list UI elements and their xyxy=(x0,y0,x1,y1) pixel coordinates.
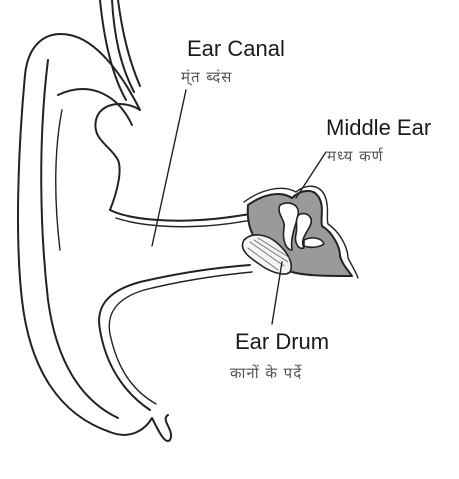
pinna-inner-rim xyxy=(41,60,118,418)
ear-drum-hindi-label: कानों के पर्दे xyxy=(230,366,302,381)
ear-canal-label: Ear Canal xyxy=(187,38,285,60)
middle-ear-label: Middle Ear xyxy=(326,117,431,139)
stapes-bone xyxy=(304,238,324,247)
canal-lower-wall-inner xyxy=(109,272,252,404)
middle-ear-hindi-label: मध्य कर्ण xyxy=(327,149,383,164)
ear-drum-label: Ear Drum xyxy=(235,331,329,353)
pinna-outline xyxy=(18,34,171,441)
concha-curve xyxy=(95,104,140,210)
helix-curve xyxy=(58,89,132,125)
canal-lower-wall xyxy=(99,265,250,410)
ear-canal-leader xyxy=(152,90,186,246)
canal-upper-wall xyxy=(110,210,250,221)
canal-upper-wall-inner xyxy=(116,218,252,227)
concha-inner xyxy=(56,110,62,250)
hair-lines xyxy=(100,0,140,100)
ear-canal-hindi-label: म्ंत ब्दंस xyxy=(181,70,232,85)
